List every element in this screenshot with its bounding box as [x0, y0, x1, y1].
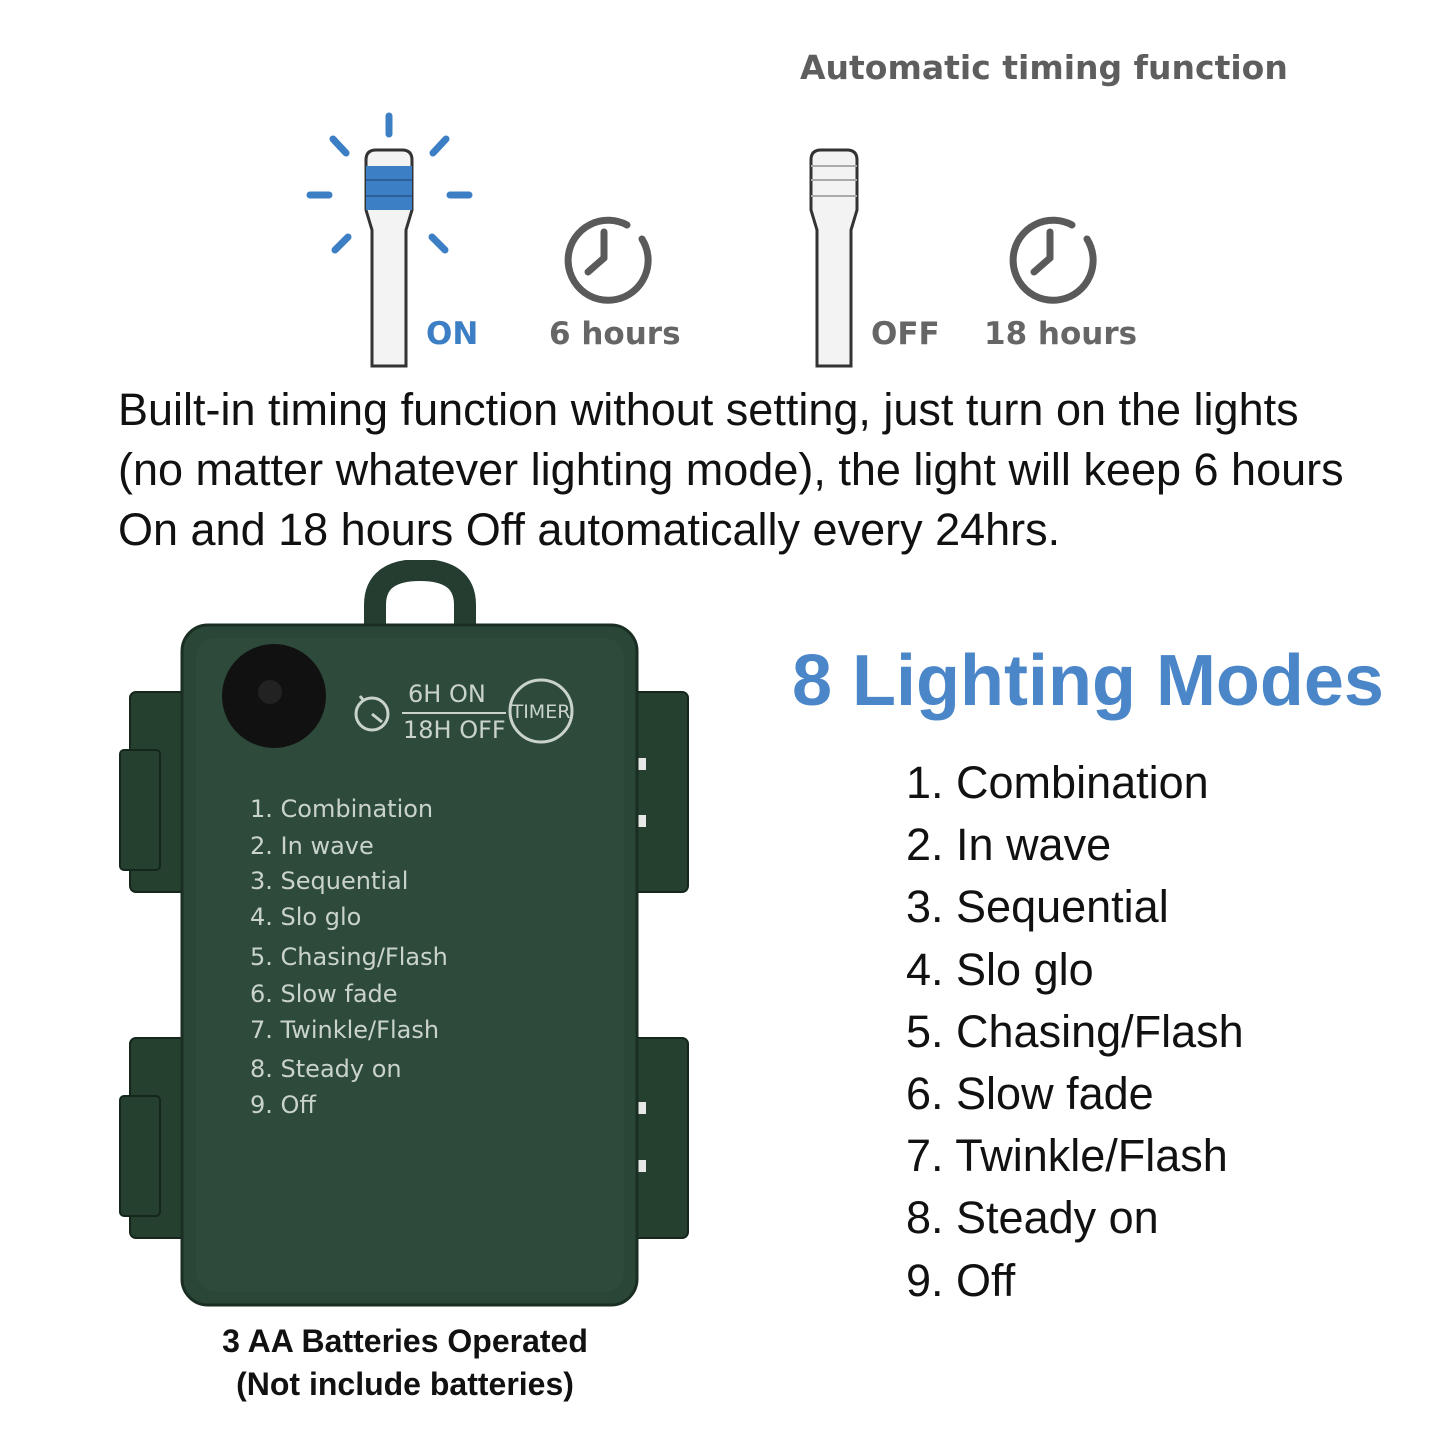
device-mode: 8. Steady on [250, 1055, 402, 1083]
list-item: 1. Combination [906, 757, 1209, 808]
timer-off-text: 18H OFF [403, 716, 506, 744]
bulb-off-icon [809, 148, 859, 368]
device-mode: 3. Sequential [250, 867, 408, 895]
device-mode: 2. In wave [250, 832, 374, 860]
list-item: 5. Chasing/Flash [906, 1005, 1244, 1057]
list-item: 7. Twinkle/Flash [906, 1130, 1228, 1182]
off-duration: 18 hours [984, 316, 1138, 352]
mode-button[interactable] [222, 644, 326, 748]
battery-box: 6H ON 18H OFF TIMER 1. Combination 2. In… [119, 560, 689, 1307]
device-mode: 7. Twinkle/Flash [250, 1016, 439, 1044]
on-label: ON [426, 316, 479, 352]
list-item: 2. In wave [906, 819, 1112, 871]
list-item: 6. Slow fade [906, 1068, 1154, 1120]
battery-note-line: (Not include batteries) [236, 1366, 574, 1402]
description-line: On and 18 hours Off automatically every … [118, 504, 1061, 555]
device-mode: 9. Off [250, 1091, 316, 1119]
off-label: OFF [871, 316, 940, 352]
list-item: 3. Sequential [906, 881, 1169, 933]
timer-on-text: 6H ON [408, 680, 486, 708]
clock-icon [1009, 216, 1097, 304]
modes-list: 1. Combination 2. In wave 3. Sequential … [906, 752, 1244, 1312]
device-mode: 5. Chasing/Flash [250, 943, 448, 971]
battery-note-line: 3 AA Batteries Operated [222, 1323, 588, 1359]
bulb-on-icon [306, 112, 473, 368]
list-item: 8. Steady on [906, 1192, 1159, 1244]
list-item: 4. Slo glo [906, 943, 1094, 995]
description-line: (no matter whatever lighting mode), the … [118, 444, 1344, 495]
timer-button-label: TIMER [511, 701, 571, 723]
timer-button[interactable]: TIMER [508, 678, 574, 744]
device-mode: 6. Slow fade [250, 980, 398, 1008]
description-line: Built-in timing function without setting… [118, 384, 1299, 435]
description: Built-in timing function without setting… [118, 380, 1418, 560]
timing-illustration [306, 112, 1097, 368]
list-item: 9. Off [906, 1254, 1016, 1306]
device-mode: 1. Combination [250, 795, 433, 823]
on-duration: 6 hours [549, 316, 681, 352]
battery-note: 3 AA Batteries Operated (Not include bat… [150, 1320, 660, 1406]
timing-title: Automatic timing function [800, 48, 1288, 87]
timer-icon [354, 695, 390, 732]
device-mode: 4. Slo glo [250, 903, 361, 931]
modes-title: 8 Lighting Modes [792, 641, 1384, 721]
clock-icon [564, 216, 652, 304]
